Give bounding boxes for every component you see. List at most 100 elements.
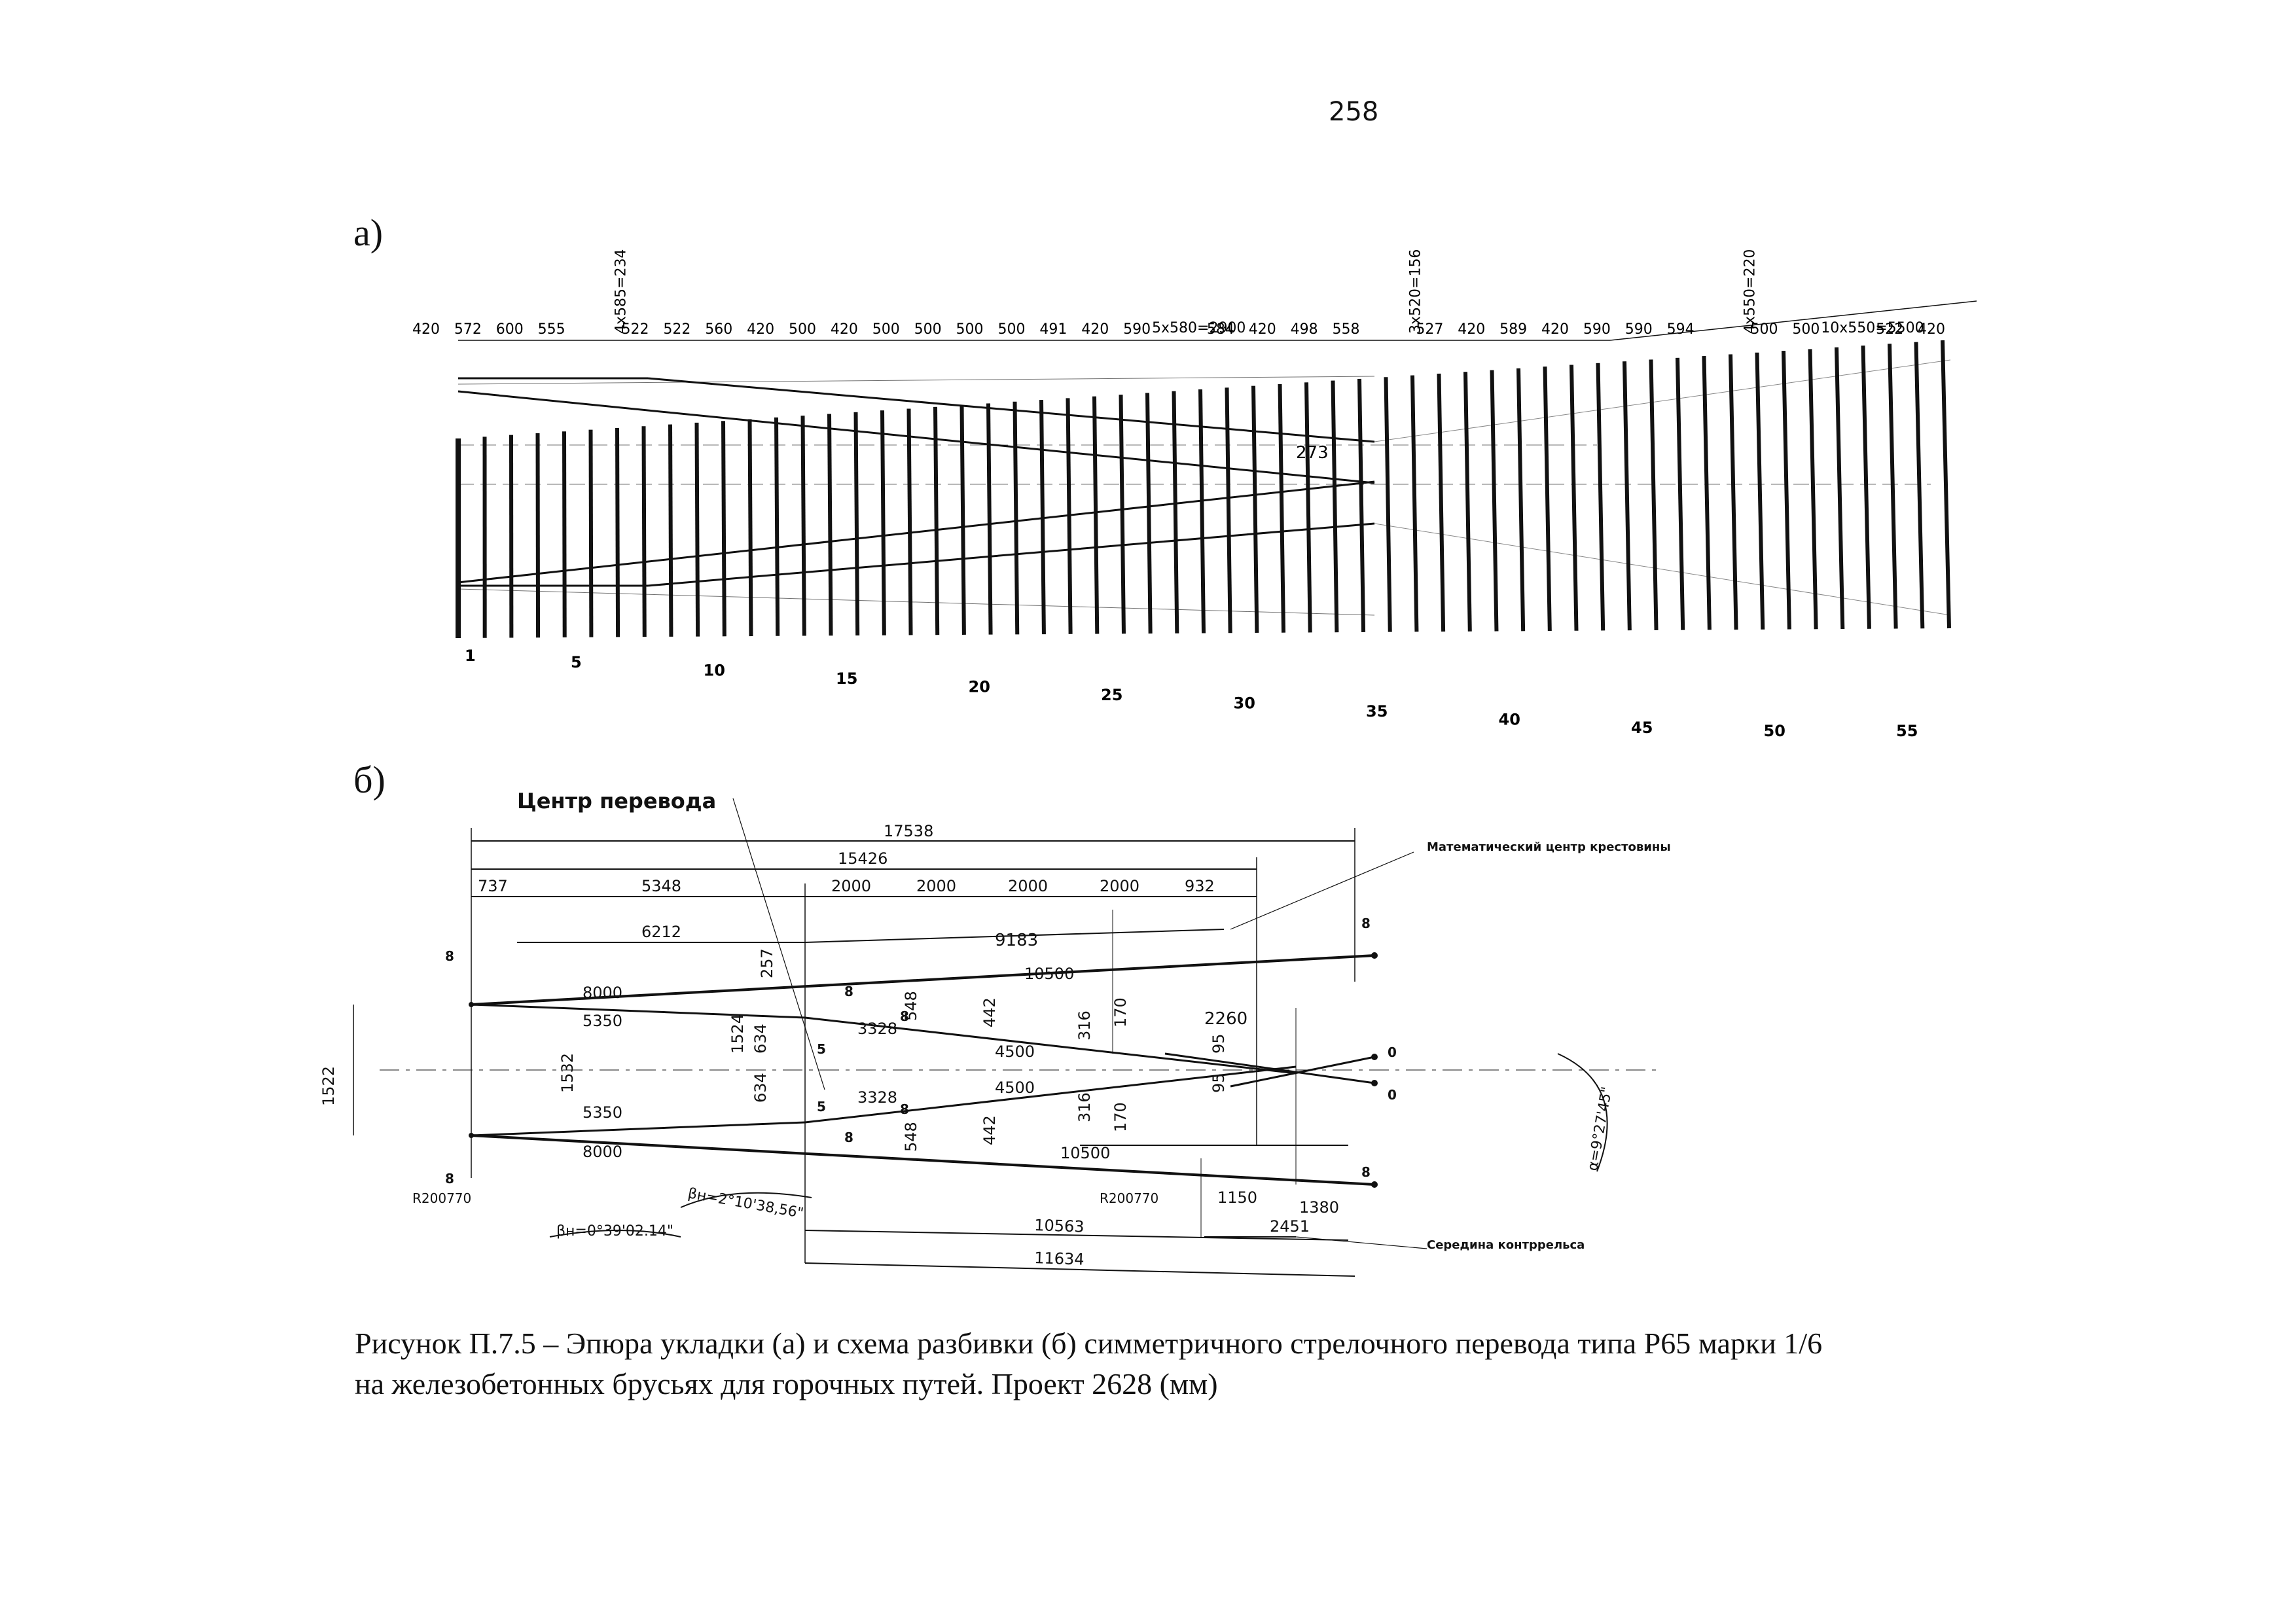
dimension-label: 10500 xyxy=(1024,965,1074,983)
sleeper xyxy=(1914,342,1925,629)
sleeper xyxy=(1782,351,1791,630)
small-mark: 8 xyxy=(900,1101,909,1117)
sleeper-spacing-label: 420 xyxy=(1541,321,1569,338)
sleeper xyxy=(1755,352,1765,630)
sleeper-spacing-label: 498 xyxy=(1291,321,1318,338)
segment-label: 5348 xyxy=(641,877,681,895)
sleeper-spacing-label: 4x550=2200 xyxy=(1742,249,1759,334)
dimension-label: 170 xyxy=(1111,997,1130,1027)
sleeper xyxy=(1198,389,1206,633)
dimension-label: 9183 xyxy=(995,931,1038,950)
sleeper-number: 10 xyxy=(704,662,725,680)
sleeper xyxy=(721,421,726,637)
figure-b-label: б) xyxy=(353,758,386,801)
segment-label: 2000 xyxy=(916,877,956,895)
sleeper xyxy=(960,405,966,635)
sleeper-spacing-label: 590 xyxy=(1123,321,1151,338)
sleeper-number: 45 xyxy=(1631,719,1653,737)
sleeper xyxy=(1039,400,1046,635)
dimension-label: 95 xyxy=(1210,1073,1228,1093)
figure-caption: Рисунок П.7.5 – Эпюра укладки (а) и схем… xyxy=(355,1323,1991,1404)
dimension-label: 548 xyxy=(902,991,920,1021)
dimension-label: 3328 xyxy=(857,1088,897,1107)
sleeper-spacing-label: 10x550=5500 xyxy=(1821,320,1924,336)
sleeper-spacing-label: 594 xyxy=(1667,321,1695,338)
caption-line-1: Рисунок П.7.5 – Эпюра укладки (а) и схем… xyxy=(355,1327,1823,1360)
sleeper xyxy=(1861,345,1871,629)
sleeper xyxy=(1251,385,1259,633)
segment-label: 2000 xyxy=(1100,877,1139,895)
sleeper-number: 5 xyxy=(571,653,582,671)
sleeper xyxy=(1119,394,1126,634)
sleeper xyxy=(535,433,541,638)
dimension-label: 5350 xyxy=(583,1103,622,1122)
gap-273-label: 273 xyxy=(1296,443,1329,463)
sleeper xyxy=(800,416,806,636)
sleeper xyxy=(1596,363,1605,631)
small-mark: 5 xyxy=(817,1041,826,1057)
angle-label: βн=0°39'02.14" xyxy=(556,1223,673,1240)
sleeper xyxy=(906,408,913,635)
dimension-label: 170 xyxy=(1111,1102,1130,1132)
sleeper-spacing-label: 590 xyxy=(1583,321,1611,338)
sleeper xyxy=(1357,378,1366,632)
sleeper xyxy=(694,422,700,637)
sleeper xyxy=(1729,354,1738,630)
sleeper xyxy=(1092,396,1100,634)
sleeper-number: 35 xyxy=(1366,702,1388,721)
sleeper xyxy=(1543,366,1552,632)
sleeper xyxy=(1331,380,1339,633)
sleeper xyxy=(1013,401,1020,635)
dimension-label: 11634 xyxy=(1034,1249,1085,1269)
small-mark: 8 xyxy=(844,984,853,999)
sleeper xyxy=(1623,361,1632,631)
guard-rail-callout: Середина контррельса xyxy=(1427,1238,1585,1252)
overall-length-label: 17538 xyxy=(884,822,933,840)
sleeper-spacing-label: 420 xyxy=(747,321,774,338)
sleeper-spacing-label: 500 xyxy=(872,321,900,338)
dimension-label: 442 xyxy=(980,997,999,1027)
sleeper xyxy=(774,417,780,636)
math-center-callout: Математический центр крестовины xyxy=(1427,840,1671,854)
sleeper xyxy=(1702,356,1712,630)
sleeper-spacing-label: 522 xyxy=(621,321,649,338)
sleeper-spacing-label: 527 xyxy=(1416,321,1443,338)
small-mark: 8 xyxy=(1361,1164,1371,1180)
sleeper-spacing-label: 560 xyxy=(705,321,732,338)
radius-label: R200770 xyxy=(1100,1190,1158,1206)
sleeper xyxy=(641,426,647,637)
dimension-label: 1150 xyxy=(1217,1188,1257,1207)
sleeper-spacing-label: 420 xyxy=(1458,321,1485,338)
dimension-label: 316 xyxy=(1075,1092,1094,1122)
sleeper-number: 1 xyxy=(465,647,476,665)
small-mark: 0 xyxy=(1388,1087,1397,1103)
center-callout: Центр перевода xyxy=(517,789,716,813)
sleeper xyxy=(1808,349,1818,630)
sleeper xyxy=(1888,344,1898,629)
sleeper xyxy=(1490,370,1499,632)
sleeper-spacing-label: 522 xyxy=(1876,321,1903,338)
sleeper-spacing-label: 420 xyxy=(1081,321,1109,338)
dimension-label: 4500 xyxy=(995,1079,1035,1097)
radius-label: R200770 xyxy=(412,1190,471,1206)
page-number: 258 xyxy=(1329,97,1379,127)
small-mark: 8 xyxy=(445,948,454,964)
dimension-label: 3328 xyxy=(857,1020,897,1038)
dimension-label: 1380 xyxy=(1299,1198,1339,1217)
sleeper xyxy=(1410,375,1419,632)
sleeper-spacing-label: 5x580=2900 xyxy=(1152,320,1246,336)
sleeper-number: 30 xyxy=(1234,694,1255,713)
sleeper xyxy=(853,412,860,636)
dimension-label: 4500 xyxy=(995,1043,1035,1061)
caption-line-2: на железобетонных брусьях для горочных п… xyxy=(355,1367,1218,1400)
sleeper-spacing-label: 500 xyxy=(997,321,1025,338)
sleeper-spacing-label: 584 xyxy=(1207,321,1234,338)
sleeper-number: 25 xyxy=(1101,686,1122,704)
segment-label: 932 xyxy=(1185,877,1215,895)
sleeper-spacing-label: 500 xyxy=(956,321,984,338)
sleeper xyxy=(933,406,940,635)
sleeper-spacing-label: 500 xyxy=(1792,321,1820,338)
